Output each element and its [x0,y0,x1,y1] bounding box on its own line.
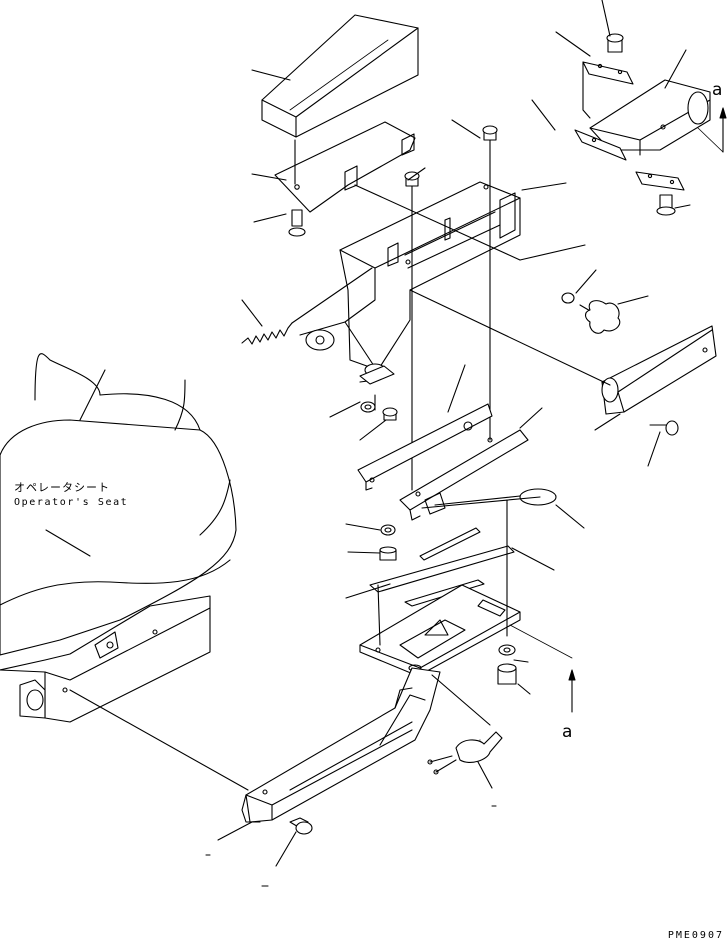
washer-icon [498,644,516,656]
armrest-bracket [274,121,416,213]
knob-icon [561,292,621,334]
side-cover [601,325,717,415]
leader-lines [45,0,691,887]
bolt-icon [382,407,398,421]
bolt-icon [649,420,679,436]
bolt-icon [289,817,313,835]
bolt-icon [656,194,676,216]
nut-icon [379,546,397,561]
seat-base-plate [359,584,521,677]
seat-label-english: Operator's Seat [14,497,129,508]
top-right-box [589,79,711,156]
bolt-icon [404,171,420,491]
reference-mark-bottom: a [562,722,573,742]
seat-slide-frame [241,667,441,823]
washer-icon [380,524,396,536]
arrow-up-icon [509,624,576,713]
slide-plate-upper [369,527,515,593]
seat-label-japanese: オペレータシート [14,481,110,494]
nut-icon [497,663,517,685]
mount-plate-right [635,171,685,191]
seat-rail-left [357,403,493,491]
bolt-icon [606,33,624,53]
bolt-icon [288,209,306,237]
shim-plate [359,365,395,385]
drawing-code: PME0907 [667,930,724,941]
armrest-support-bracket [299,181,521,383]
reference-mark-top: a [712,80,723,100]
washer-icon [360,401,376,413]
spring-icon [241,267,373,345]
operator-seat [0,353,237,723]
bolt-icon [482,125,498,441]
seat-switch [427,731,503,775]
armrest-pad [261,14,419,138]
mount-plate-top [582,61,634,119]
seat-rail-right [399,429,529,521]
arrow-up-icon [697,107,727,153]
mount-plate-left [574,129,627,161]
